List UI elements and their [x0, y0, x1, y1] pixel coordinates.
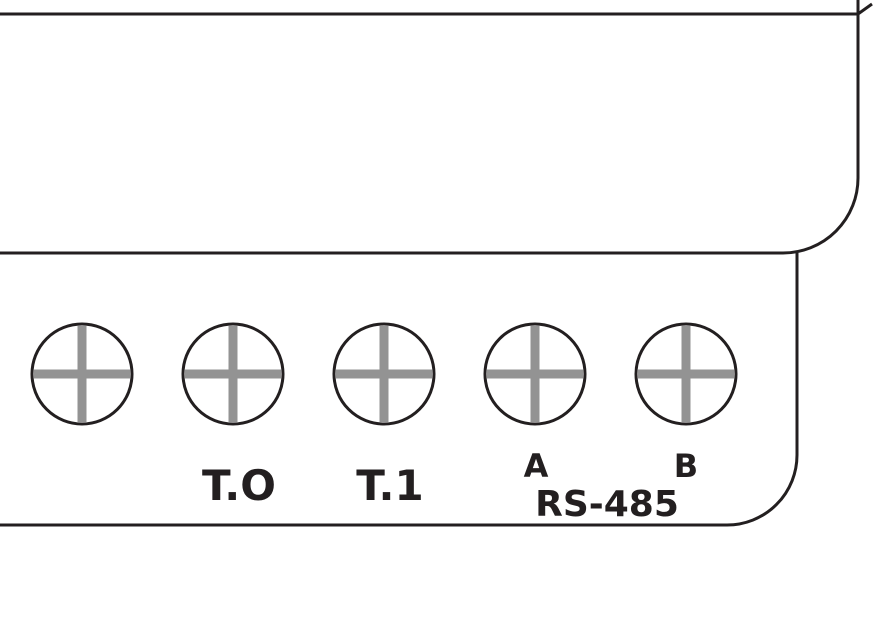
label-a: A [524, 447, 549, 485]
screw-terminal-1 [30, 322, 134, 426]
device-upper-housing [0, 12, 860, 255]
label-t1: T.1 [356, 461, 423, 510]
screw-terminal-b [634, 322, 738, 426]
screw-terminal-t1 [332, 322, 436, 426]
terminal-block-housing [0, 253, 799, 527]
label-b: B [674, 447, 698, 485]
housing-corner-edge [856, 0, 873, 16]
label-t0: T.O [202, 461, 276, 510]
screw-terminal-a [483, 322, 587, 426]
label-rs485: RS-485 [535, 484, 679, 525]
screw-terminal-t0 [181, 322, 285, 426]
